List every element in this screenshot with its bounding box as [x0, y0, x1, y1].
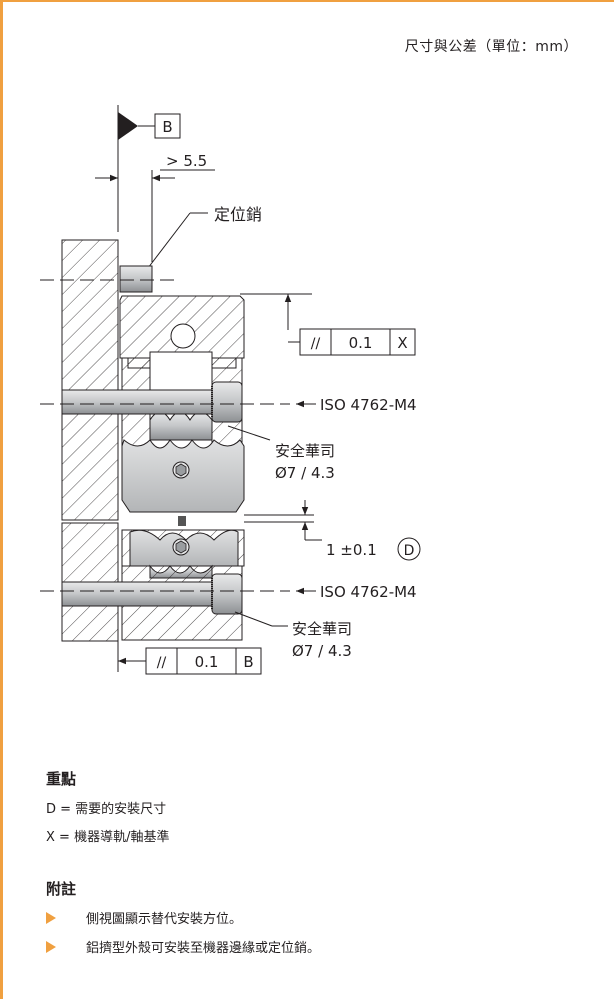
- note-item-1: 側視圖顯示替代安裝方位。: [46, 908, 242, 927]
- washer-callout-2: 安全華司 Ø7 / 4.3: [234, 611, 352, 660]
- screw-callout-1: ISO 4762-M4: [296, 396, 417, 414]
- svg-text:ISO 4762-M4: ISO 4762-M4: [320, 396, 417, 414]
- legend-title: 重點: [46, 770, 77, 788]
- datum-b-flag: B: [118, 112, 181, 140]
- svg-text:Ø7 / 4.3: Ø7 / 4.3: [292, 642, 352, 660]
- lower-screw: [61, 573, 243, 615]
- feature-control-frame-bottom: // 0.1 B: [117, 640, 262, 675]
- svg-text:X: X: [397, 334, 407, 352]
- locating-pin: [119, 265, 153, 293]
- svg-text://: //: [311, 336, 321, 352]
- locating-pin-callout: 定位銷: [147, 205, 262, 269]
- svg-text:Ø7 / 4.3: Ø7 / 4.3: [275, 464, 335, 482]
- screw-callout-2: ISO 4762-M4: [296, 583, 417, 601]
- svg-text:0.1: 0.1: [195, 653, 219, 671]
- note-item-2: 鋁擠型外殼可安裝至機器邊緣或定位銷。: [46, 937, 320, 956]
- svg-text:B: B: [243, 653, 253, 671]
- svg-text:ISO 4762-M4: ISO 4762-M4: [320, 583, 417, 601]
- upper-gear-teeth: [149, 411, 213, 441]
- datum-b-letter: B: [162, 118, 172, 136]
- svg-text://: //: [157, 655, 167, 671]
- machine-wall-upper: [61, 239, 119, 521]
- note-text-1: 側視圖顯示替代安裝方位。: [86, 912, 243, 927]
- upper-screw: [61, 381, 243, 423]
- legend-item-d: D = 需要的安裝尺寸: [46, 802, 167, 817]
- svg-text:安全華司: 安全華司: [275, 442, 335, 460]
- technical-drawing: B > 5.5 定位銷: [40, 105, 421, 675]
- bullet-arrow-icon: [46, 911, 56, 924]
- note-text-2: 鋁擠型外殼可安裝至機器邊緣或定位銷。: [86, 941, 321, 956]
- locating-pin-label: 定位銷: [214, 205, 262, 224]
- upper-clamp-block: [121, 439, 245, 513]
- svg-text:安全華司: 安全華司: [292, 620, 352, 638]
- svg-text:D: D: [404, 543, 415, 559]
- feature-control-frame-top: // 0.1 X: [240, 293, 416, 356]
- svg-text:0.1: 0.1: [349, 334, 373, 352]
- bullet-arrow-icon: [46, 940, 56, 953]
- legend-item-x: X = 機器導軌/軸基準: [46, 830, 170, 845]
- units-note: 尺寸與公差（單位：mm）: [404, 39, 578, 55]
- dimension-min-gap: > 5.5: [95, 152, 215, 182]
- svg-text:1 ±0.1: 1 ±0.1: [326, 541, 377, 559]
- notes-title: 附註: [46, 880, 77, 898]
- min-gap-value: > 5.5: [166, 152, 207, 170]
- washer-callout-1: 安全華司 Ø7 / 4.3: [227, 425, 335, 482]
- gap-dimension: 1 ±0.1 D: [244, 500, 421, 561]
